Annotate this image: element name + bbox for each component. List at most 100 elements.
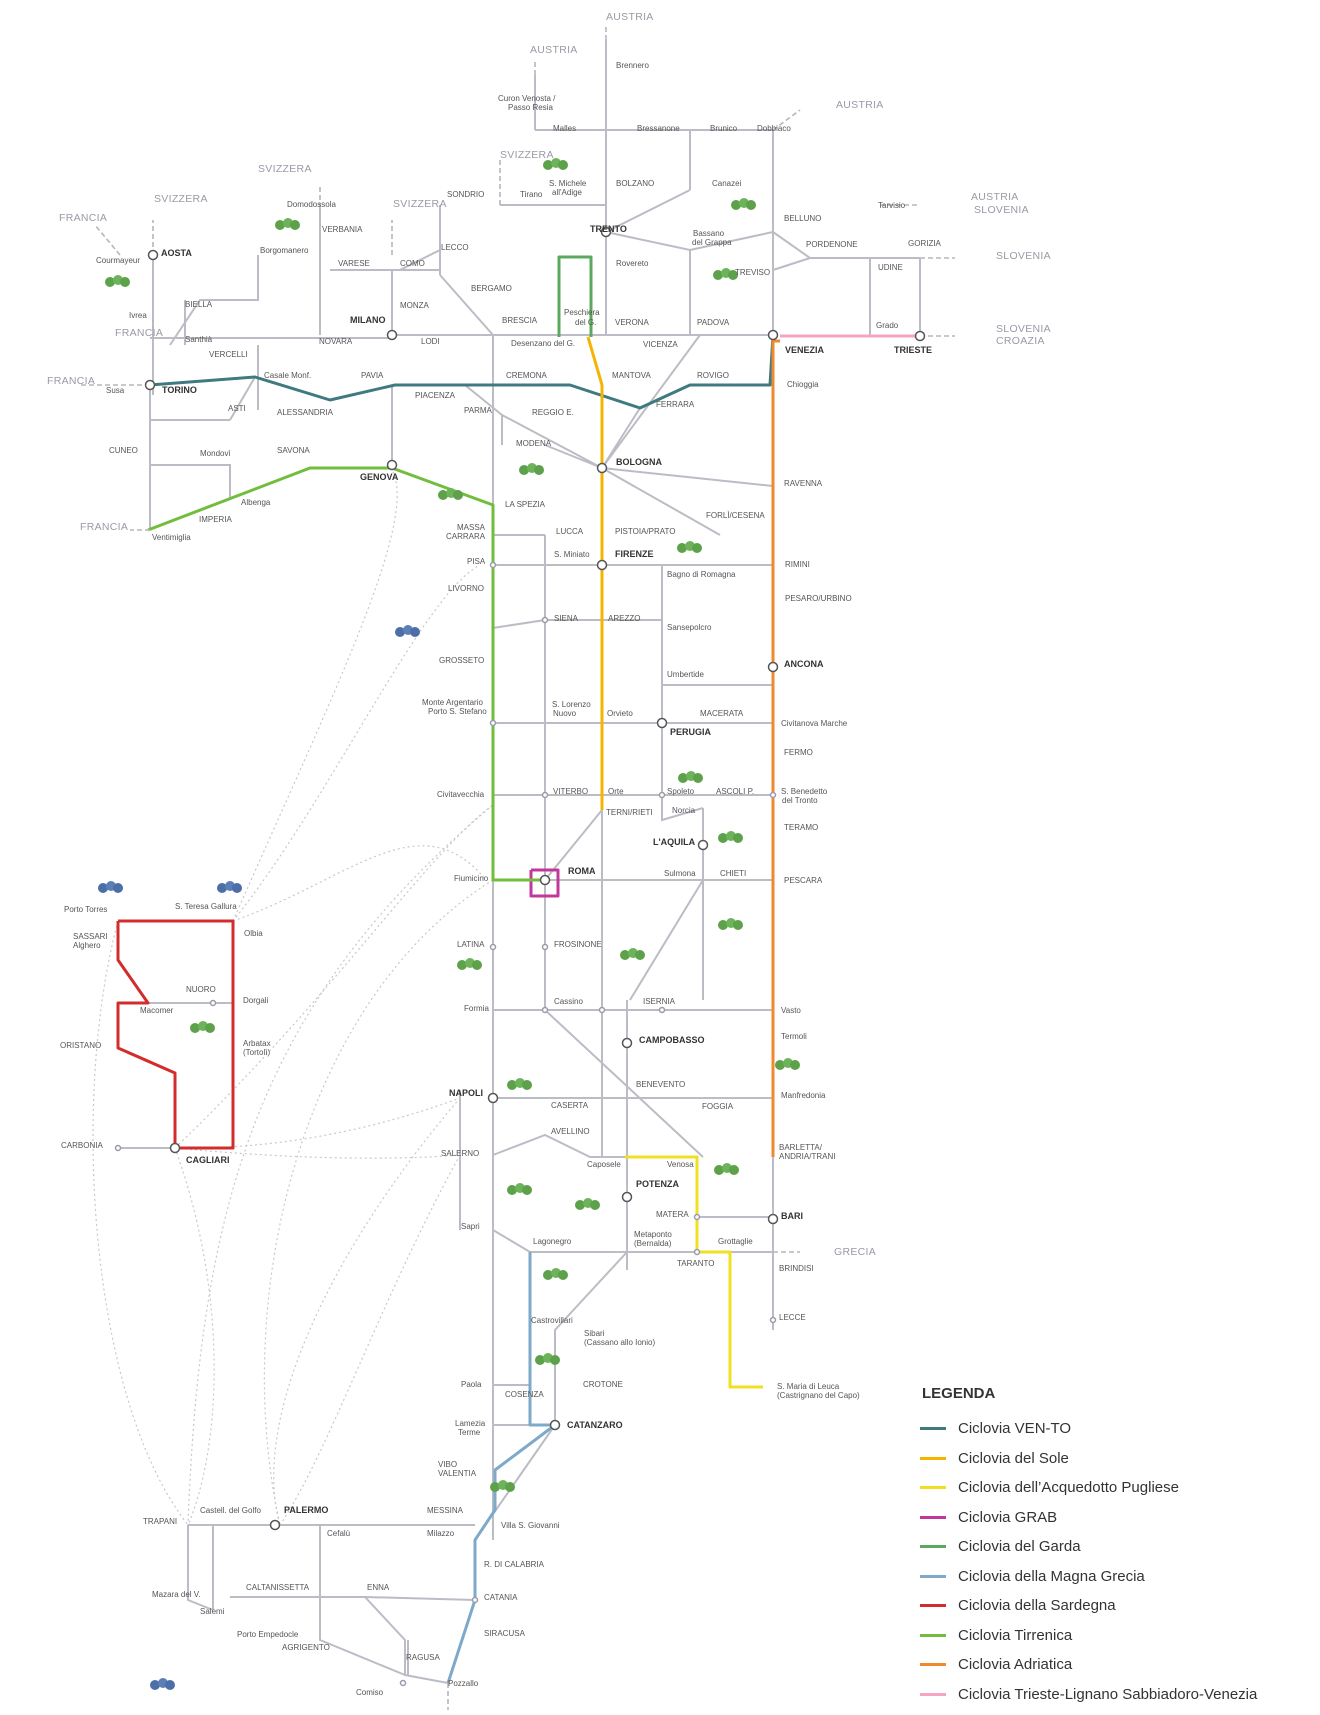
border-label: SLOVENIA bbox=[996, 323, 1051, 335]
city-label: TERAMO bbox=[784, 823, 818, 832]
city-nodes bbox=[114, 226, 926, 1687]
legend-swatch bbox=[920, 1604, 946, 1608]
city-label: BOLZANO bbox=[616, 179, 654, 188]
city-label: Bassano bbox=[693, 229, 725, 238]
city-label: Passo Resia bbox=[508, 103, 553, 112]
city-label: RAGUSA bbox=[406, 1653, 440, 1662]
legend-label: Ciclovia Trieste-Lignano Sabbiadoro-Vene… bbox=[958, 1685, 1258, 1703]
legend-label: Ciclovia Adriatica bbox=[958, 1656, 1073, 1674]
city-label: (Cassano allo Ionio) bbox=[584, 1338, 655, 1347]
city-label: del Tronto bbox=[782, 796, 818, 805]
city-label: Norcia bbox=[672, 806, 696, 815]
city-label: Brennero bbox=[616, 61, 649, 70]
tree-icon bbox=[775, 1058, 800, 1070]
city-label: BOLOGNA bbox=[616, 457, 662, 467]
city-label: Alghero bbox=[73, 941, 101, 950]
city-label: Manfredonia bbox=[781, 1091, 826, 1100]
tree-icon bbox=[395, 625, 420, 637]
city-label: LA SPEZIA bbox=[505, 500, 546, 509]
legend-swatch bbox=[920, 1427, 946, 1431]
city-label: SAVONA bbox=[277, 446, 310, 455]
tree-icon bbox=[507, 1183, 532, 1195]
city-label: Sapri bbox=[461, 1222, 480, 1231]
city-label: del G. bbox=[575, 318, 596, 327]
city-label: Dorgali bbox=[243, 996, 269, 1005]
tree-icon bbox=[507, 1078, 532, 1090]
city-label: Grado bbox=[876, 321, 899, 330]
city-label: BARLETTA/ bbox=[779, 1143, 823, 1152]
city-label: CREMONA bbox=[506, 371, 548, 380]
city-label: Nuovo bbox=[553, 709, 577, 718]
city-label: Salemi bbox=[200, 1607, 225, 1616]
city-label: Rovereto bbox=[616, 259, 649, 268]
city-label: LUCCA bbox=[556, 527, 584, 536]
city-label: Orvieto bbox=[607, 709, 633, 718]
city-label: Orte bbox=[608, 787, 624, 796]
border-label: FRANCIA bbox=[80, 521, 128, 533]
legend-item: Ciclovia del Sole bbox=[920, 1444, 1310, 1474]
city-label: Vasto bbox=[781, 1006, 801, 1015]
city-label: del Grappa bbox=[692, 238, 732, 247]
city-label: Bressanone bbox=[637, 124, 680, 133]
border-label: AUSTRIA bbox=[836, 99, 884, 111]
city-label: ALESSANDRIA bbox=[277, 408, 334, 417]
legend-label: Ciclovia del Garda bbox=[958, 1538, 1081, 1556]
city-label: LIVORNO bbox=[448, 584, 484, 593]
city-label: FORLÌ/CESENA bbox=[706, 511, 765, 520]
city-label: GENOVA bbox=[360, 472, 399, 482]
border-label: SVIZZERA bbox=[258, 163, 312, 175]
legend-swatch bbox=[920, 1486, 946, 1490]
city-label: Courmayeur bbox=[96, 256, 140, 265]
city-label: Sibari bbox=[584, 1329, 605, 1338]
legend-item: Ciclovia del Garda bbox=[920, 1532, 1310, 1562]
tree-icon bbox=[543, 158, 568, 170]
city-label: NAPOLI bbox=[449, 1088, 483, 1098]
city-label: BRESCIA bbox=[502, 316, 538, 325]
border-label: CROAZIA bbox=[996, 335, 1045, 347]
border-label: SVIZZERA bbox=[393, 198, 447, 210]
city-label: AOSTA bbox=[161, 248, 192, 258]
city-label: CALTANISSETTA bbox=[246, 1583, 310, 1592]
city-label: COMO bbox=[400, 259, 425, 268]
city-label: LODI bbox=[421, 337, 440, 346]
cycle-routes bbox=[116, 255, 920, 1684]
city-label: MESSINA bbox=[427, 1506, 464, 1515]
city-label: Formia bbox=[464, 1004, 489, 1013]
tree-icon bbox=[718, 918, 743, 930]
city-label: Ivrea bbox=[129, 311, 147, 320]
city-label: GORIZIA bbox=[908, 239, 942, 248]
city-label: Monte Argentario bbox=[422, 698, 483, 707]
city-label: S. Benedetto bbox=[781, 787, 828, 796]
tree-icon bbox=[98, 881, 123, 893]
city-label: Comiso bbox=[356, 1688, 384, 1697]
city-label: Sulmona bbox=[664, 869, 696, 878]
city-label: TERNI/RIETI bbox=[606, 808, 653, 817]
city-label: MONZA bbox=[400, 301, 430, 310]
legend-swatch bbox=[920, 1633, 946, 1637]
legend-swatch bbox=[920, 1663, 946, 1667]
city-label: Cefalù bbox=[327, 1529, 350, 1538]
city-label: PIACENZA bbox=[415, 391, 456, 400]
border-label: SLOVENIA bbox=[974, 204, 1029, 216]
city-label: SALERNO bbox=[441, 1149, 479, 1158]
city-label: Ventimiglia bbox=[152, 533, 191, 542]
city-label: TRAPANI bbox=[143, 1517, 177, 1526]
city-label: RIMINI bbox=[785, 560, 810, 569]
tree-icon bbox=[535, 1353, 560, 1365]
city-label: BERGAMO bbox=[471, 284, 512, 293]
city-label: MILANO bbox=[350, 315, 386, 325]
legend-label: Ciclovia della Magna Grecia bbox=[958, 1567, 1145, 1585]
city-label: Mondovì bbox=[200, 449, 231, 458]
city-label: MASSA bbox=[457, 523, 486, 532]
city-label: MATERA bbox=[656, 1210, 689, 1219]
city-label: Lamezia bbox=[455, 1419, 486, 1428]
tree-icon bbox=[105, 275, 130, 287]
tree-icon bbox=[519, 463, 544, 475]
tree-icon bbox=[150, 1678, 175, 1690]
city-label: CARBONIA bbox=[61, 1141, 103, 1150]
city-label: GROSSETO bbox=[439, 656, 484, 665]
city-label: SIENA bbox=[554, 614, 579, 623]
